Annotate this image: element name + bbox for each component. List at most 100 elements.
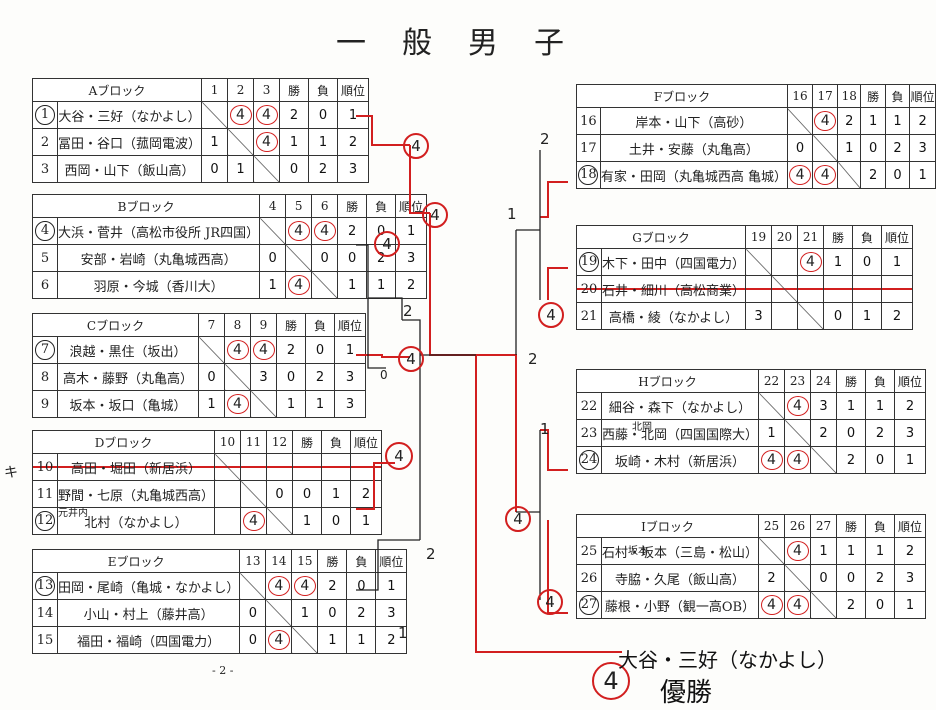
bracket-score-de: 4 [385, 442, 413, 470]
wins: 0 [836, 564, 867, 592]
bracket-line-f [540, 181, 568, 218]
match-cell: 4 [291, 572, 319, 600]
match-cell: 4 [265, 572, 293, 600]
block-name: Hブロック [575, 369, 760, 393]
team-number: 6 [32, 271, 58, 299]
team-number: 16 [576, 107, 601, 135]
win-circle: 4 [814, 165, 837, 185]
qualifier-circle: 1 [35, 105, 55, 125]
wins: 2 [836, 446, 867, 474]
col-head: 11 [240, 430, 268, 454]
team-name: 寺脇・久尾（飯山高） [600, 564, 760, 592]
bracket-score-left-final: 4 [422, 202, 448, 228]
rank [881, 275, 914, 303]
win-circle: 4 [226, 340, 249, 360]
win-circle: 4 [760, 450, 783, 470]
losses: 1 [346, 626, 377, 654]
bracket-score-c: 4 [398, 346, 424, 372]
win-circle: 4 [252, 340, 275, 360]
team-name: 西岡・山下（飯山高） [56, 155, 203, 183]
losses: 2 [346, 599, 377, 627]
self-cell [250, 390, 277, 418]
champion-label: 優勝 [660, 678, 713, 708]
rank-head: 順位 [350, 430, 383, 454]
bracket-score-right-center: 2 [528, 350, 538, 368]
winner-name: 大谷・三好（なかよし） [618, 648, 837, 672]
bracket-line-ab-final [429, 213, 622, 653]
bracket-line-b-black [356, 244, 403, 320]
team-name: 坂崎・木村（新居浜） [600, 446, 760, 474]
team-number: 24 [576, 446, 602, 474]
team-number-text: 16 [580, 113, 597, 129]
team-name: 岸本・山下（高砂） [599, 107, 788, 135]
match-cell: 0 [311, 244, 339, 272]
rank: 2 [894, 392, 927, 420]
win-circle: 4 [786, 450, 809, 470]
col-head: 7 [198, 313, 225, 337]
col-head: 26 [784, 514, 812, 538]
bracket-mark-c: 0 [380, 368, 388, 382]
team-number: 19 [576, 248, 602, 276]
bracket-line-right-final [476, 354, 517, 512]
win-circle: 4 [293, 576, 316, 596]
win-circle: 4 [789, 165, 812, 185]
col-head: 20 [771, 225, 799, 249]
rank: 1 [334, 336, 366, 364]
wins: 0 [292, 480, 323, 508]
rank: 1 [894, 591, 927, 619]
losses: 0 [884, 161, 911, 189]
match-cell: 2 [810, 419, 838, 447]
team-name: 藤根・小野（観一高OB） [600, 591, 760, 619]
bracket-score-i: 4 [537, 589, 563, 615]
self-cell [745, 248, 773, 276]
team-name: 細谷・森下（なかよし） [600, 392, 760, 420]
self-cell [214, 453, 242, 481]
win-circle: 4 [229, 105, 252, 125]
match-cell: 4 [786, 161, 814, 189]
self-cell [239, 572, 267, 600]
self-cell [266, 507, 294, 535]
self-cell [201, 101, 229, 129]
self-cell [253, 155, 281, 183]
bracket-score-de-lower: 2 [426, 545, 436, 563]
col-head: 8 [224, 313, 251, 337]
page-title: 一般男子 [336, 26, 600, 61]
team-number-text: 25 [580, 543, 598, 559]
wins: 1 [317, 626, 348, 654]
win-head: 勝 [276, 313, 306, 337]
bracket-line-c-black [367, 298, 386, 369]
rank: 3 [395, 244, 428, 272]
bracket-line-a [356, 115, 410, 146]
rank: 2 [375, 626, 408, 654]
rank: 3 [334, 390, 366, 418]
team-number: 14 [32, 599, 58, 627]
team-number: 15 [32, 626, 58, 654]
team-name: 石井・細川（高松商業） [600, 275, 747, 303]
bracket-score-hi-win: 4 [505, 506, 531, 532]
win-circle: 4 [287, 221, 310, 241]
team-number: 12 [32, 507, 58, 535]
team-number-text: 15 [36, 632, 54, 648]
bracket-score-b: 4 [374, 231, 400, 257]
team-number-text: 5 [40, 250, 50, 266]
rank-head: 順位 [375, 549, 408, 573]
team-number-text: 21 [580, 308, 598, 324]
wins: 2 [836, 591, 867, 619]
match-cell: 4 [758, 446, 786, 474]
rank: 1 [909, 161, 936, 189]
team-name: 安部・岩崎（丸亀城西高） [56, 244, 261, 272]
match-cell: 1 [758, 419, 786, 447]
team-number-text: 10 [36, 459, 54, 475]
self-cell [758, 392, 786, 420]
team-number: 17 [576, 134, 601, 162]
final-score: 4 [592, 662, 630, 700]
note-h23: 北岡 [632, 422, 652, 433]
